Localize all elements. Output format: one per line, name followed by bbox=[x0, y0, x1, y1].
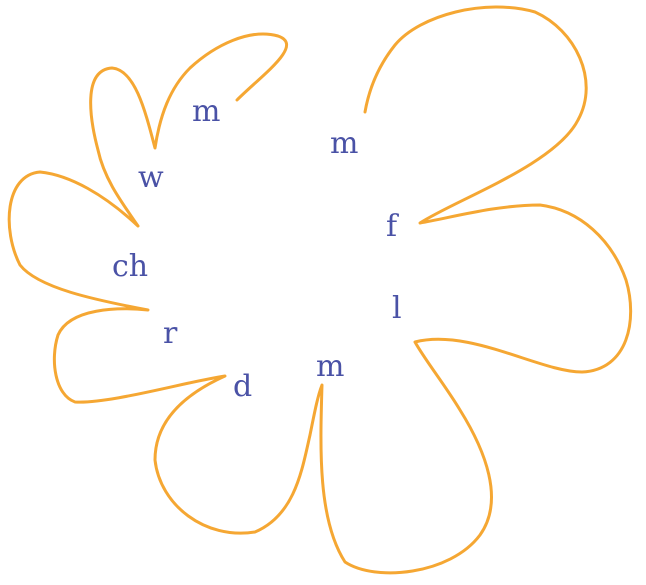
label-w: w bbox=[138, 160, 164, 195]
label-m-bottom: m bbox=[316, 349, 344, 384]
label-ch: ch bbox=[112, 249, 148, 284]
label-d: d bbox=[233, 369, 252, 404]
label-r: r bbox=[163, 316, 178, 351]
label-f: f bbox=[386, 209, 399, 244]
label-l: l bbox=[392, 291, 402, 326]
flower-outline bbox=[7, 5, 633, 575]
label-m-top-left: m bbox=[192, 94, 220, 129]
label-m-top-right: m bbox=[330, 126, 358, 161]
